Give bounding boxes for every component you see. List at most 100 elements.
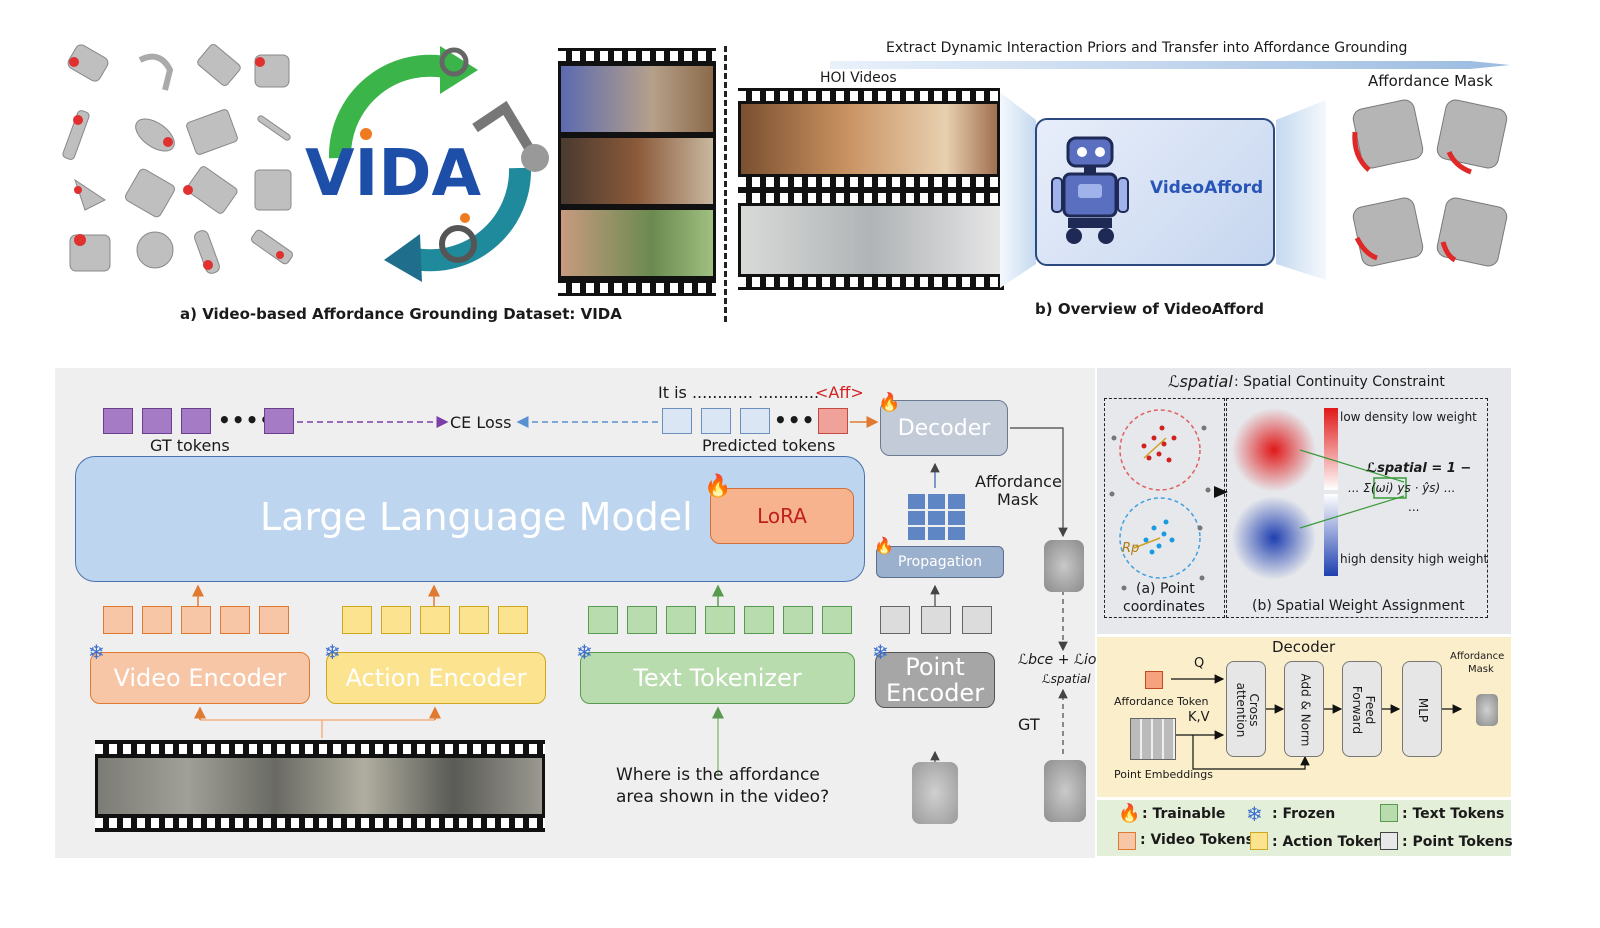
text-token xyxy=(588,606,618,634)
action-token xyxy=(381,606,411,634)
point-caption-1: (a) Point xyxy=(1136,581,1195,597)
decoder-arrows xyxy=(1171,674,1463,770)
decoder-detail-title: Decoder xyxy=(1272,638,1336,656)
fire-icon: 🔥 xyxy=(874,536,894,555)
action-token xyxy=(342,606,372,634)
point-token xyxy=(962,606,992,634)
video-token xyxy=(181,606,211,634)
it-is-text: It is ............ ............ xyxy=(658,383,820,402)
spatial-illustration: Rp xyxy=(1109,408,1407,591)
gt-token xyxy=(103,408,133,434)
architecture-arrows xyxy=(192,416,1068,776)
decoder-box: Decoder xyxy=(880,400,1008,456)
ce-loss-label: CE Loss xyxy=(450,413,512,432)
text-token xyxy=(783,606,813,634)
video-token xyxy=(142,606,172,634)
point-embeddings-grid xyxy=(1130,718,1176,760)
llm-label: Large Language Model xyxy=(260,495,693,539)
robot-icon xyxy=(1051,136,1129,244)
predicted-token xyxy=(701,408,731,434)
legend-text-swatch xyxy=(1380,804,1398,822)
svg-text:VIDA: VIDA xyxy=(305,137,481,211)
videoafford-label: VideoAfford xyxy=(1150,178,1264,198)
spatial-title: : Spatial Continuity Constraint xyxy=(1234,374,1445,390)
affordance-mask-label: Affordance Mask xyxy=(1368,72,1493,90)
affordance-token-square xyxy=(1145,671,1163,689)
feed-forward-label: Feed Forward xyxy=(1350,685,1377,735)
question-line-1: Where is the affordance xyxy=(616,765,820,785)
point-encoder-label-2: Encoder xyxy=(885,679,985,707)
predicted-token xyxy=(740,408,770,434)
action-token xyxy=(459,606,489,634)
formula-line-3: ... xyxy=(1408,500,1420,514)
snowflake-icon: ❄ xyxy=(88,640,105,664)
weight-assignment-frame xyxy=(1226,398,1488,618)
low-density-label: low density low weight xyxy=(1340,410,1477,424)
action-encoder-box: Action Encoder xyxy=(326,652,546,704)
predicted-tokens-label: Predicted tokens xyxy=(702,436,836,455)
legend-video-tokens: : Video Tokens xyxy=(1140,832,1254,848)
caption-b: b) Overview of VideoAfford xyxy=(1035,300,1265,318)
question-line-2: area shown in the video? xyxy=(616,787,830,807)
section-separator xyxy=(724,46,727,322)
fire-icon: 🔥 xyxy=(1118,803,1141,824)
aff-token-label: <Aff> xyxy=(815,383,864,402)
predicted-token xyxy=(662,408,692,434)
spatial-panel xyxy=(1097,368,1511,634)
action-token xyxy=(420,606,450,634)
legend-panel xyxy=(1097,800,1511,856)
mlp-block: MLP xyxy=(1402,661,1442,757)
legend-point-tokens: : Point Tokens xyxy=(1402,834,1513,850)
snowflake-icon: ❄ xyxy=(324,640,341,664)
legend-action-tokens: : Action Tokens xyxy=(1272,834,1392,850)
svg-text:Rp: Rp xyxy=(1122,541,1139,556)
legend-action-swatch xyxy=(1250,832,1268,850)
mlp-label: MLP xyxy=(1416,697,1430,723)
fire-icon: 🔥 xyxy=(704,474,732,499)
embedding-grid xyxy=(908,494,966,540)
fire-icon: 🔥 xyxy=(878,392,901,413)
kv-label: K,V xyxy=(1188,710,1210,725)
input-point-cloud xyxy=(912,762,958,824)
green-arrow-icon xyxy=(440,46,478,94)
snowflake-icon: ❄ xyxy=(872,640,889,664)
action-token xyxy=(498,606,528,634)
video-token xyxy=(259,606,289,634)
add-norm-block: Add & Norm xyxy=(1284,661,1324,757)
lora-box: LoRA xyxy=(710,488,854,544)
hoi-video-strip-2 xyxy=(738,190,1004,290)
text-token xyxy=(666,606,696,634)
gt-token xyxy=(181,408,211,434)
loss-bce-iou: ℒbce + ℒiou xyxy=(1018,652,1106,668)
affordance-mask-text-2: Mask xyxy=(997,490,1039,509)
point-encoder-label-1: Point xyxy=(905,653,965,681)
vida-logo: VIDA xyxy=(305,46,549,282)
llm-box xyxy=(75,456,865,582)
point-coordinates-frame xyxy=(1104,398,1225,618)
aff-token xyxy=(818,408,848,434)
text-token xyxy=(822,606,852,634)
legend-text-tokens: : Text Tokens xyxy=(1402,806,1505,822)
input-video-strip xyxy=(95,740,545,832)
formula-line-2: ... Σ(ωi) ys · ŷs) ... xyxy=(1348,481,1456,495)
snowflake-icon: ❄ xyxy=(576,640,593,664)
hoi-video-strip-1 xyxy=(738,88,1000,190)
caption-a: a) Video-based Affordance Grounding Data… xyxy=(180,305,622,323)
cross-attention-block: Cross attention xyxy=(1226,661,1266,757)
banner-arrow xyxy=(830,61,1510,69)
loss-spatial: ℒspatial xyxy=(1042,672,1091,686)
legend-point-swatch xyxy=(1380,832,1398,850)
decoder-output-label-2: Mask xyxy=(1468,664,1494,675)
point-embeddings-label: Point Embeddings xyxy=(1114,768,1213,781)
robot-arm-icon xyxy=(472,100,540,161)
point-token xyxy=(921,606,951,634)
high-density-label: high density high weight xyxy=(1340,552,1489,566)
text-tokenizer-box: Text Tokenizer xyxy=(580,652,855,704)
text-token xyxy=(744,606,774,634)
affordance-token-label: Affordance Token xyxy=(1114,695,1209,708)
cross-attention-label: Cross attention xyxy=(1234,682,1261,738)
gear-icon xyxy=(439,47,469,77)
decoder-output-label-1: Affordance xyxy=(1450,651,1505,662)
formula-line-1: ℒspatial = 1 − xyxy=(1366,461,1472,476)
